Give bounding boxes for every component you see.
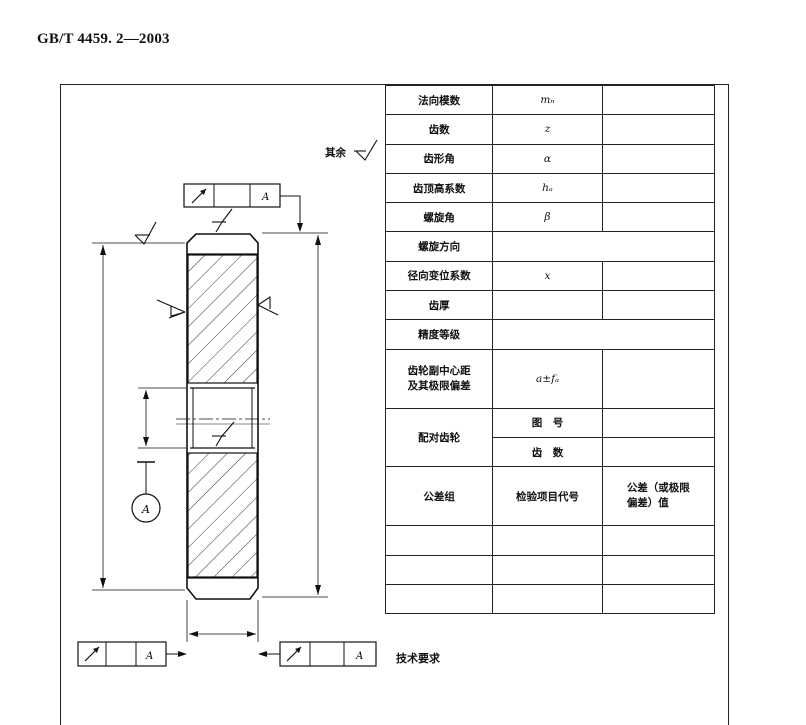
mating-gear-drawing-no-value[interactable] (601, 407, 716, 438)
mating-gear-teeth-label: 齿 数 (492, 436, 603, 468)
tolerance-cell[interactable] (492, 554, 603, 585)
tolerance-leader-top-arrow (297, 223, 303, 232)
table-row: 齿厚 (384, 290, 716, 321)
param-name-line2: 及其极限偏差 (407, 379, 471, 392)
tolerance-frame-bl-datum: A (145, 651, 153, 662)
param-value[interactable] (601, 260, 716, 292)
table-row (384, 554, 716, 585)
param-value[interactable] (601, 143, 716, 174)
param-name: 螺旋方向 (384, 231, 494, 262)
tolerance-cell[interactable] (384, 554, 494, 585)
param-name-center-distance: 齿轮副中心距及其极限偏差 (384, 348, 494, 409)
param-symbol: mₙ (492, 84, 603, 116)
mating-gear-label: 配对齿轮 (384, 407, 494, 468)
hatched-section-upper (187, 254, 258, 384)
table-row: 齿轮副中心距及其极限偏差 a±fₐ (384, 348, 716, 409)
param-symbol (492, 290, 603, 321)
param-value[interactable] (492, 319, 715, 350)
param-name: 法向模数 (384, 84, 494, 116)
runout-arrowhead-icon-bl (93, 647, 99, 653)
table-row: 法向模数 mₙ (384, 84, 716, 116)
gear-outline (186, 233, 259, 600)
tolerance-leader-br-arrow (258, 651, 267, 657)
tolerance-cell[interactable] (601, 583, 716, 615)
param-name: 齿顶高系数 (384, 172, 494, 204)
param-name: 螺旋角 (384, 202, 494, 233)
param-name: 精度等级 (384, 319, 494, 350)
param-symbol: z (492, 114, 603, 145)
tolerance-frame-br-datum: A (355, 651, 363, 662)
mating-gear-teeth-value[interactable] (601, 436, 716, 468)
drawing-frame (60, 84, 729, 725)
table-row: 径向变位系数 x (384, 260, 716, 292)
roughness-symbol-bore (215, 421, 235, 447)
roughness-symbol-general (355, 139, 378, 161)
param-name: 径向变位系数 (384, 260, 494, 292)
tolerance-leader-top (280, 195, 301, 230)
tolerance-leader-bl-arrow (178, 651, 187, 657)
tolerance-group-header: 公差组 (384, 466, 494, 527)
param-name: 齿厚 (384, 290, 494, 321)
standard-number-header: GB/T 4459. 2—2003 (37, 31, 170, 47)
table-row: 齿形角 α (384, 143, 716, 174)
table-row: 螺旋方向 (384, 231, 715, 262)
tolerance-cell[interactable] (601, 554, 716, 585)
gear-parameter-table: 法向模数 mₙ 齿数 z 齿形角 α 齿顶高系数 hₐ 螺旋角 β 螺旋方向 径… (384, 84, 716, 615)
table-row: 齿顶高系数 hₐ (384, 172, 716, 204)
table-row (384, 525, 716, 556)
roughness-note-label: 其余 (325, 147, 346, 159)
table-row (384, 583, 716, 615)
roughness-symbol-top-face (215, 208, 233, 233)
table-row: 螺旋角 β (384, 202, 716, 233)
tolerance-cell[interactable] (384, 583, 494, 615)
runout-arrowhead-icon-br (295, 647, 301, 653)
param-value[interactable] (601, 348, 716, 409)
tolerance-header-line2: 偏差）值 (626, 497, 669, 510)
tolerance-cell[interactable] (384, 525, 494, 556)
table-row: 齿 数 (386, 436, 716, 468)
tolerance-cell[interactable] (601, 525, 716, 556)
param-value[interactable] (601, 84, 716, 116)
param-symbol: x (492, 260, 603, 292)
param-name-line1: 齿轮副中心距 (407, 364, 471, 377)
param-symbol: α (492, 143, 603, 174)
param-symbol: β (492, 202, 603, 233)
param-symbol: hₐ (492, 172, 603, 204)
param-symbol: a±fₐ (492, 348, 603, 409)
table-row: 齿数 z (384, 114, 716, 145)
param-value[interactable] (601, 290, 716, 321)
tolerance-frame-top-datum: A (261, 192, 269, 203)
tolerance-value-header: 公差（或极限偏差）值 (601, 466, 716, 527)
tolerance-cell[interactable] (492, 525, 603, 556)
runout-arrowhead-icon (200, 189, 206, 195)
param-value[interactable] (492, 231, 715, 262)
datum-circle (131, 493, 161, 523)
table-row: 公差组 检验项目代号 公差（或极限偏差）值 (384, 466, 716, 527)
item-code-header: 检验项目代号 (492, 466, 603, 527)
mating-gear-drawing-no-label: 图 号 (492, 407, 603, 438)
param-name: 齿数 (384, 114, 494, 145)
param-value[interactable] (601, 202, 716, 233)
technical-requirements-label: 技术要求 (396, 652, 440, 665)
table-row: 精度等级 (384, 319, 715, 350)
tolerance-cell[interactable] (492, 583, 603, 615)
roughness-symbol-top-left (134, 221, 157, 245)
roughness-symbol-right-flank (257, 295, 279, 316)
datum-letter: A (141, 503, 150, 516)
roughness-symbol-left-flank-tip (170, 306, 186, 317)
tolerance-header-line1: 公差（或极限 (626, 482, 690, 495)
param-name: 齿形角 (384, 143, 494, 174)
param-value[interactable] (601, 172, 716, 204)
param-value[interactable] (601, 114, 716, 145)
hatched-section-lower (187, 452, 258, 578)
table-row: 配对齿轮 图 号 (384, 407, 716, 468)
